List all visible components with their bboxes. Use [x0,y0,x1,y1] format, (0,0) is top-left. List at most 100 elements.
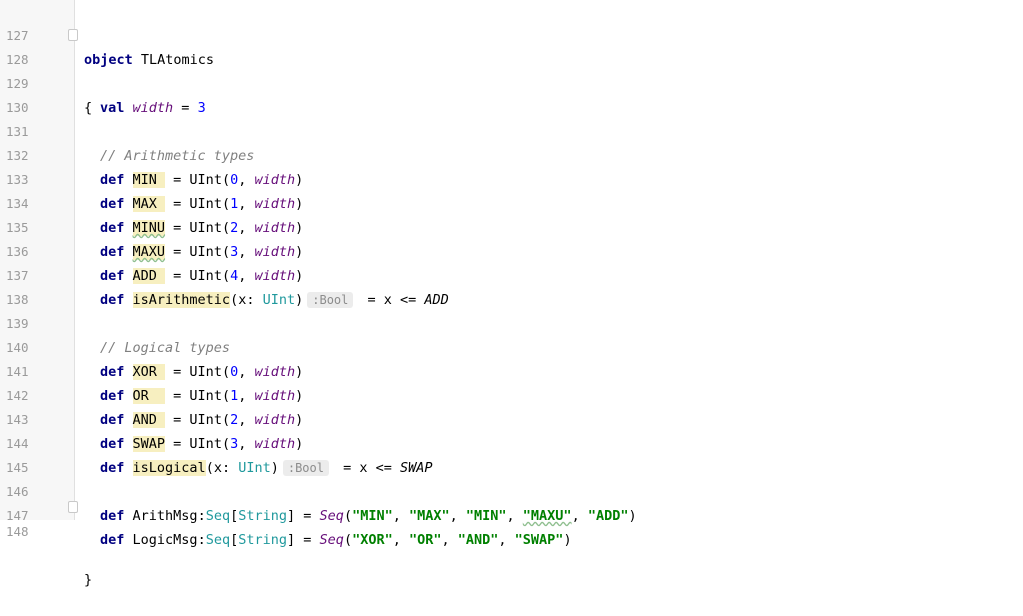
operator: = UInt( [165,412,231,428]
keyword: def [100,244,125,260]
def-name: isArithmetic [132,292,231,308]
keyword: def [100,436,125,452]
def-name: ADD [132,268,166,284]
body: = x <= [359,292,425,308]
close-paren: ) [295,244,304,260]
comma: , [238,388,255,404]
comma: , [506,508,523,524]
ref: SWAP [400,460,433,476]
code-line[interactable]: 133 def MAX = UInt(1, width) [0,144,1023,212]
code-line[interactable]: 140 def XOR = UInt(0, width) [0,312,1023,380]
operator: = UInt( [165,364,231,380]
code-line[interactable]: 146 def ArithMsg:Seq[String] = Seq("MIN"… [0,456,1023,524]
line-number: 144 [6,436,29,451]
def-name: OR [132,388,166,404]
bracket: ] [287,508,296,524]
number-literal: 1 [230,388,239,404]
number-literal: 3 [230,244,239,260]
close-paren: ) [563,532,572,548]
comment: // Logical types [100,340,231,356]
code-line[interactable]: 141 def OR = UInt(1, width) [0,336,1023,404]
code-line[interactable]: 143 def SWAP = UInt(3, width) [0,384,1023,452]
bracket: [ [230,532,239,548]
operator: = [295,532,320,548]
width-ref: width [254,244,296,260]
operator: = UInt( [165,196,231,212]
colon: : [197,532,206,548]
keyword: def [100,268,125,284]
comma: , [238,220,255,236]
code-line[interactable]: 127 object TLAtomics [0,0,1023,68]
fold-toggle-icon[interactable] [68,29,78,41]
bracket: [ [230,508,239,524]
width-ref: width [254,412,296,428]
def-name: XOR [132,364,166,380]
comma: , [238,244,255,260]
operator: = [173,100,198,116]
code-editor[interactable]: 127 object TLAtomics 128 { 129 val width… [0,0,1023,588]
code-line[interactable]: 128 { [0,24,1023,116]
string-literal: "XOR" [352,532,393,548]
line-number: 148 [6,524,29,539]
operator: = UInt( [165,244,231,260]
line-number: 134 [6,196,29,211]
line-number: 139 [6,316,29,331]
val-name: width [124,100,174,116]
number-literal: 1 [230,196,239,212]
comment: // Arithmetic types [100,148,255,164]
code-line[interactable]: 132 def MIN = UInt(0, width) [0,120,1023,188]
line-number: 135 [6,220,29,235]
width-ref: width [254,172,296,188]
code-line[interactable]: 144 def isLogical(x: UInt):Bool = x <= S… [0,408,1023,476]
close-paren: ) [628,508,637,524]
code-line[interactable]: 131 // Arithmetic types [0,96,1023,164]
type-hint: :Bool [282,460,329,476]
line-number: 136 [6,244,29,259]
string-type: String [238,532,288,548]
code-line[interactable]: 134 def MINU = UInt( 2, width) [0,168,1023,236]
line-number: 128 [6,52,29,67]
line-number: 145 [6,460,29,475]
code-line[interactable]: 139 // Logical types [0,288,1023,356]
close-paren: ) [295,364,304,380]
close-brace: } [84,572,93,588]
fold-toggle-icon[interactable] [68,501,78,513]
comma: , [441,532,458,548]
width-ref: width [254,268,296,284]
def-name: MINU [132,220,166,236]
line-number: 131 [6,124,29,139]
width-ref: width [254,364,296,380]
close-paren: ) [295,172,304,188]
code-line[interactable]: 130 [0,72,1023,115]
line-number: 127 [6,28,29,43]
keyword: def [100,412,125,428]
keyword: def [100,196,125,212]
code-line[interactable]: 137 def isArithmetic(x: UInt):Bool = x <… [0,240,1023,308]
code-line[interactable]: 135 def MAXU = UInt(3, width) [0,192,1023,260]
code-line[interactable]: 136 def ADD = UInt(4, width) [0,216,1023,284]
operator: = UInt( [165,172,231,188]
object-name: TLAtomics [132,52,215,68]
code-line[interactable]: 129 val width = 3 [0,48,1023,116]
comma: , [238,196,255,212]
close-paren: ) [295,292,304,308]
param-open: (x: [230,292,263,308]
code-line[interactable]: 138 [0,264,1023,307]
def-name: isLogical [132,460,206,476]
code-line[interactable]: 145 [0,432,1023,475]
keyword: object [84,52,133,68]
operator: = UInt( [165,268,231,284]
keyword: def [100,364,125,380]
code-line[interactable]: 142 def AND = UInt(2, width) [0,360,1023,428]
line-number: 142 [6,388,29,403]
line-number: 147 [6,508,29,523]
line-number: 129 [6,76,29,91]
open-paren: ( [343,508,353,524]
code-line[interactable]: 148 } [0,496,1023,588]
line-number: 133 [6,172,29,187]
comma: , [392,532,409,548]
open-brace: { [84,100,93,116]
number-literal: 2 [230,220,239,236]
keyword: def [100,460,125,476]
string-literal: "AND" [457,532,499,548]
